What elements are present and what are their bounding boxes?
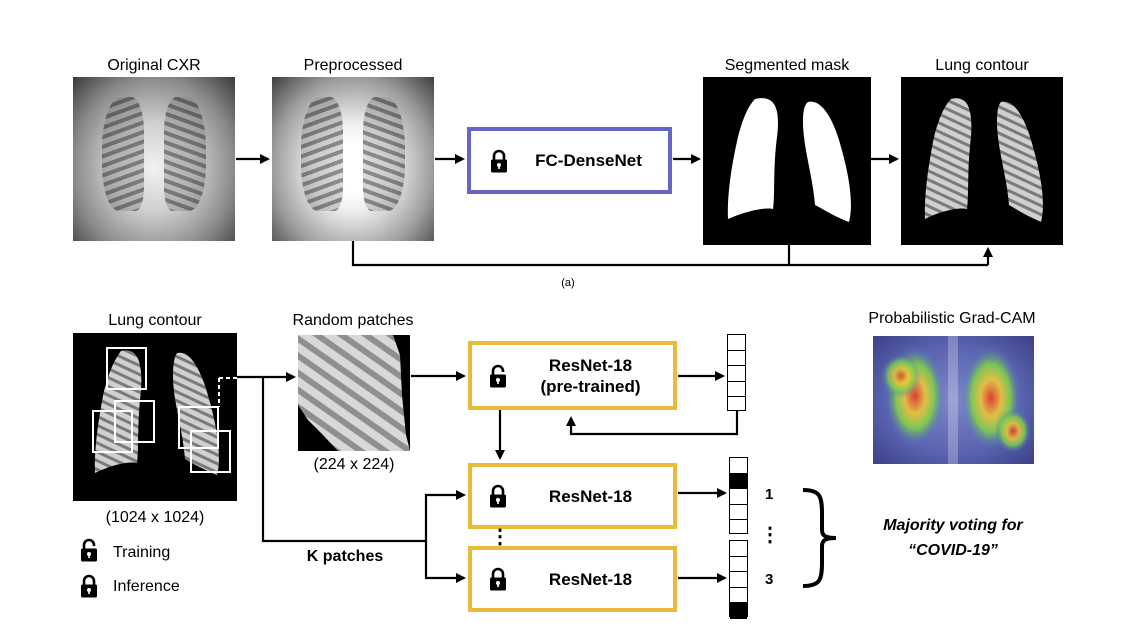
k-patches-label: K patches: [306, 548, 384, 565]
skip-connection-line: [351, 241, 988, 267]
lung-size-label: (1024 x 1024): [105, 509, 205, 526]
original-cxr-image: [73, 77, 235, 241]
arrow-to-resnet-k: [424, 541, 466, 583]
caption-a: (a): [561, 277, 575, 289]
label-gradcam: Probabilistic Grad-CAM: [868, 310, 1036, 327]
fc-densenet-label: FC-DenseNet: [535, 151, 642, 170]
vote-label-3: 3: [765, 571, 774, 588]
gradcam-heatmap-image: [873, 336, 1034, 464]
patch-box: [106, 347, 147, 390]
patch-box: [178, 406, 219, 449]
label-preprocessed: Preprocessed: [303, 57, 403, 74]
preprocessed-cxr-image: [272, 77, 434, 241]
legend-training-label: Training: [113, 544, 171, 561]
random-patch-image: [298, 335, 410, 451]
segmented-mask-image: [703, 77, 871, 245]
vertical-ellipsis-votes: ⋮: [760, 524, 780, 546]
label-segmented-mask: Segmented mask: [724, 57, 850, 74]
resnet-box-k: ResNet-18: [468, 546, 677, 612]
right-brace-icon: [802, 488, 837, 588]
fc-densenet-box: FC-DenseNet: [467, 127, 672, 194]
resnet-label-1: ResNet-18: [548, 486, 633, 506]
label-random-patches: Random patches: [292, 312, 414, 329]
label-lung-contour-a: Lung contour: [935, 57, 1029, 74]
lung-contour-image-b: [73, 333, 237, 501]
feedback-loop-line: [566, 411, 739, 436]
arrow-to-resnet-1: [424, 490, 466, 541]
patch-box: [190, 430, 231, 473]
label-lung-contour-b: Lung contour: [108, 312, 202, 329]
vote-label-1: 1: [765, 486, 774, 503]
mask-left-lung: [727, 98, 779, 219]
output-vector-k: [729, 540, 748, 619]
patch-box: [114, 400, 155, 443]
patch-box: [92, 410, 133, 453]
resnet-pretrained-label: ResNet-18 (pre-trained): [508, 355, 673, 397]
legend-inference-label: Inference: [113, 578, 180, 595]
resnet-pretrained-line2: (pre-trained): [540, 376, 641, 396]
mask-right-lung: [803, 101, 851, 222]
patch-size-label: (224 x 224): [313, 456, 395, 473]
vertical-ellipsis: ⋮: [490, 526, 510, 548]
lung-contour-image-a: [901, 77, 1063, 245]
majority-voting-line2: “COVID-19”: [908, 542, 998, 559]
resnet-pretrained-box: ResNet-18 (pre-trained): [468, 341, 677, 410]
resnet-pretrained-line1: ResNet-18: [548, 355, 633, 375]
k-patches-branch-line: [261, 377, 426, 543]
resnet-box-1: ResNet-18: [468, 463, 677, 529]
majority-voting-line1: Majority voting for: [883, 517, 1023, 534]
feature-vector-pretrained: [727, 334, 746, 411]
output-vector-1: [729, 457, 748, 534]
label-original-cxr: Original CXR: [107, 57, 201, 74]
resnet-label-k: ResNet-18: [548, 569, 633, 589]
